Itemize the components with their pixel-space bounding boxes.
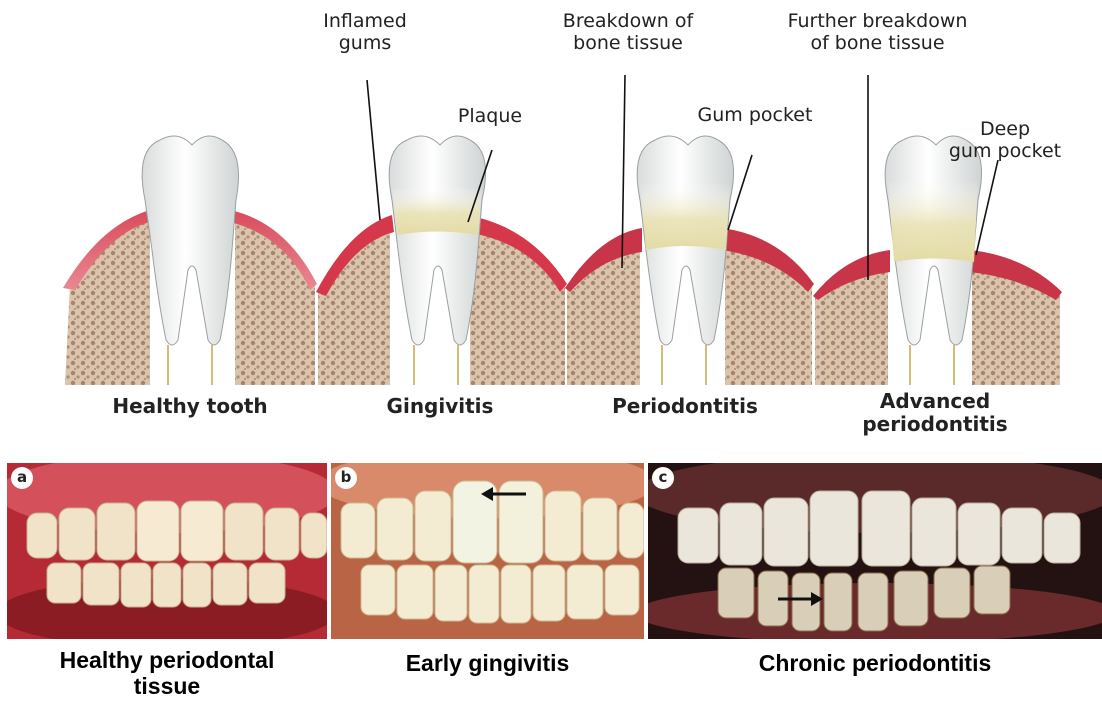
- label-further-breakdown: Further breakdown of bone tissue: [770, 10, 985, 54]
- stage-label-healthy-tooth: Healthy tooth: [90, 395, 290, 418]
- panel-periodontitis: [565, 136, 814, 385]
- stage-label-advanced-periodontitis: Advanced periodontitis: [830, 390, 1040, 436]
- panel-gingivitis: [316, 136, 567, 385]
- caption-chronic-periodontitis: Chronic periodontitis: [648, 650, 1102, 676]
- leader-inflamed-gums: [367, 80, 380, 220]
- photo-badge-c: c: [652, 467, 674, 489]
- label-breakdown-of-bone-tissue: Breakdown of bone tissue: [553, 10, 703, 54]
- gingivitis-tooth: [389, 136, 485, 345]
- photo-badge-b: b: [335, 467, 357, 489]
- panel-advanced-periodontitis: [813, 136, 1062, 385]
- photo-early-gingivitis: b: [331, 463, 644, 639]
- label-plaque: Plaque: [440, 105, 540, 127]
- panel-healthy-tooth: [63, 136, 317, 385]
- label-inflamed-gums: Inflamed gums: [300, 10, 430, 54]
- label-deep-gum-pocket: Deep gum pocket: [930, 118, 1080, 162]
- photo-badge-a: a: [11, 467, 33, 489]
- caption-early-gingivitis: Early gingivitis: [331, 650, 644, 676]
- stage-label-gingivitis: Gingivitis: [340, 395, 540, 418]
- label-gum-pocket: Gum pocket: [680, 104, 830, 126]
- caption-healthy-periodontal-tissue: Healthy periodontal tissue: [7, 647, 327, 699]
- photo-healthy-periodontal-tissue: a: [7, 463, 327, 639]
- photo-chronic-periodontitis: c: [648, 463, 1102, 639]
- stage-label-periodontitis: Periodontitis: [585, 395, 785, 418]
